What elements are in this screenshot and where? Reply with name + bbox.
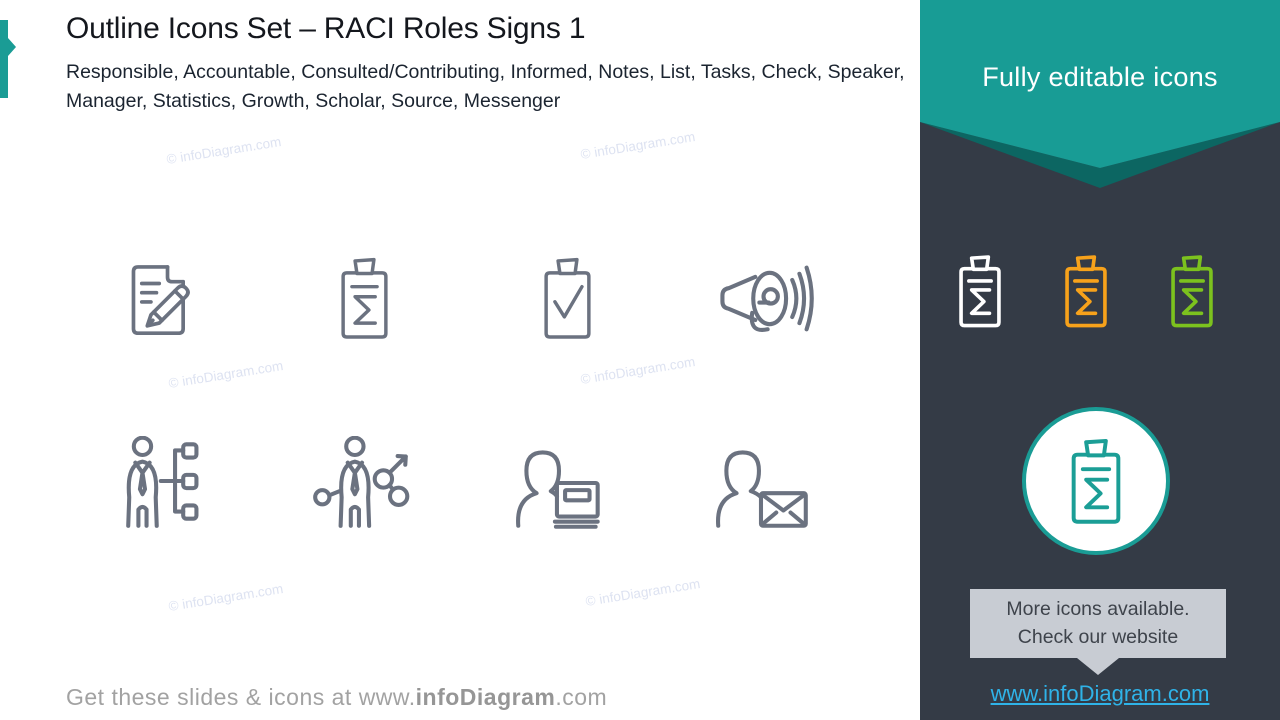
more-icons-tooltip: More icons available. Check our website xyxy=(970,589,1226,675)
tooltip-line-1: More icons available. xyxy=(1006,598,1190,620)
banner-label: Fully editable icons xyxy=(982,62,1218,92)
website-link[interactable]: www.infoDiagram.com xyxy=(990,681,1210,706)
watermark: © infoDiagram.com xyxy=(584,576,702,609)
person-network-growth-icon xyxy=(313,436,410,528)
watermark: © infoDiagram.com xyxy=(579,129,697,162)
footer-suffix: .com xyxy=(555,684,608,710)
manager-structure-icon xyxy=(126,436,199,528)
watermark: © infoDiagram.com xyxy=(165,134,283,167)
document-pencil-notes-icon xyxy=(131,265,190,336)
clipboard-sum-icon xyxy=(333,254,396,342)
editable-clipboard-icon-white xyxy=(952,252,1008,330)
featured-icon-circle xyxy=(1022,407,1170,555)
footer-note: Get these slides & icons at www.infoDiag… xyxy=(66,684,607,711)
clipboard-check-icon xyxy=(536,254,599,342)
watermark: © infoDiagram.com xyxy=(167,358,285,391)
tooltip-line-2: Check our website xyxy=(1017,626,1179,648)
page-title: Outline Icons Set – RACI Roles Signs 1 xyxy=(66,12,586,45)
banner-ribbon-shadow xyxy=(920,122,1280,188)
accent-bookmark-shape xyxy=(0,20,16,98)
footer-brand: infoDiagram xyxy=(415,684,556,710)
side-panel: Fully editable icons More icons availabl… xyxy=(920,0,1280,720)
featured-clipboard-icon xyxy=(1063,435,1129,527)
editable-clipboard-icon-orange xyxy=(1058,252,1114,330)
watermark: © infoDiagram.com xyxy=(167,581,285,614)
watermark: © infoDiagram.com xyxy=(579,354,697,387)
banner-ribbon xyxy=(920,0,1280,188)
footer-prefix: Get these slides & icons at www. xyxy=(66,684,416,710)
accent-bookmark xyxy=(0,20,16,98)
banner-ribbon-face xyxy=(920,0,1280,168)
megaphone-speaker-icon xyxy=(720,265,814,332)
person-mail-messenger-icon xyxy=(716,450,808,528)
scholar-book-icon xyxy=(516,450,600,529)
editable-clipboard-icon-green xyxy=(1164,252,1220,330)
page-subtitle: Responsible, Accountable, Consulted/Cont… xyxy=(66,61,905,112)
